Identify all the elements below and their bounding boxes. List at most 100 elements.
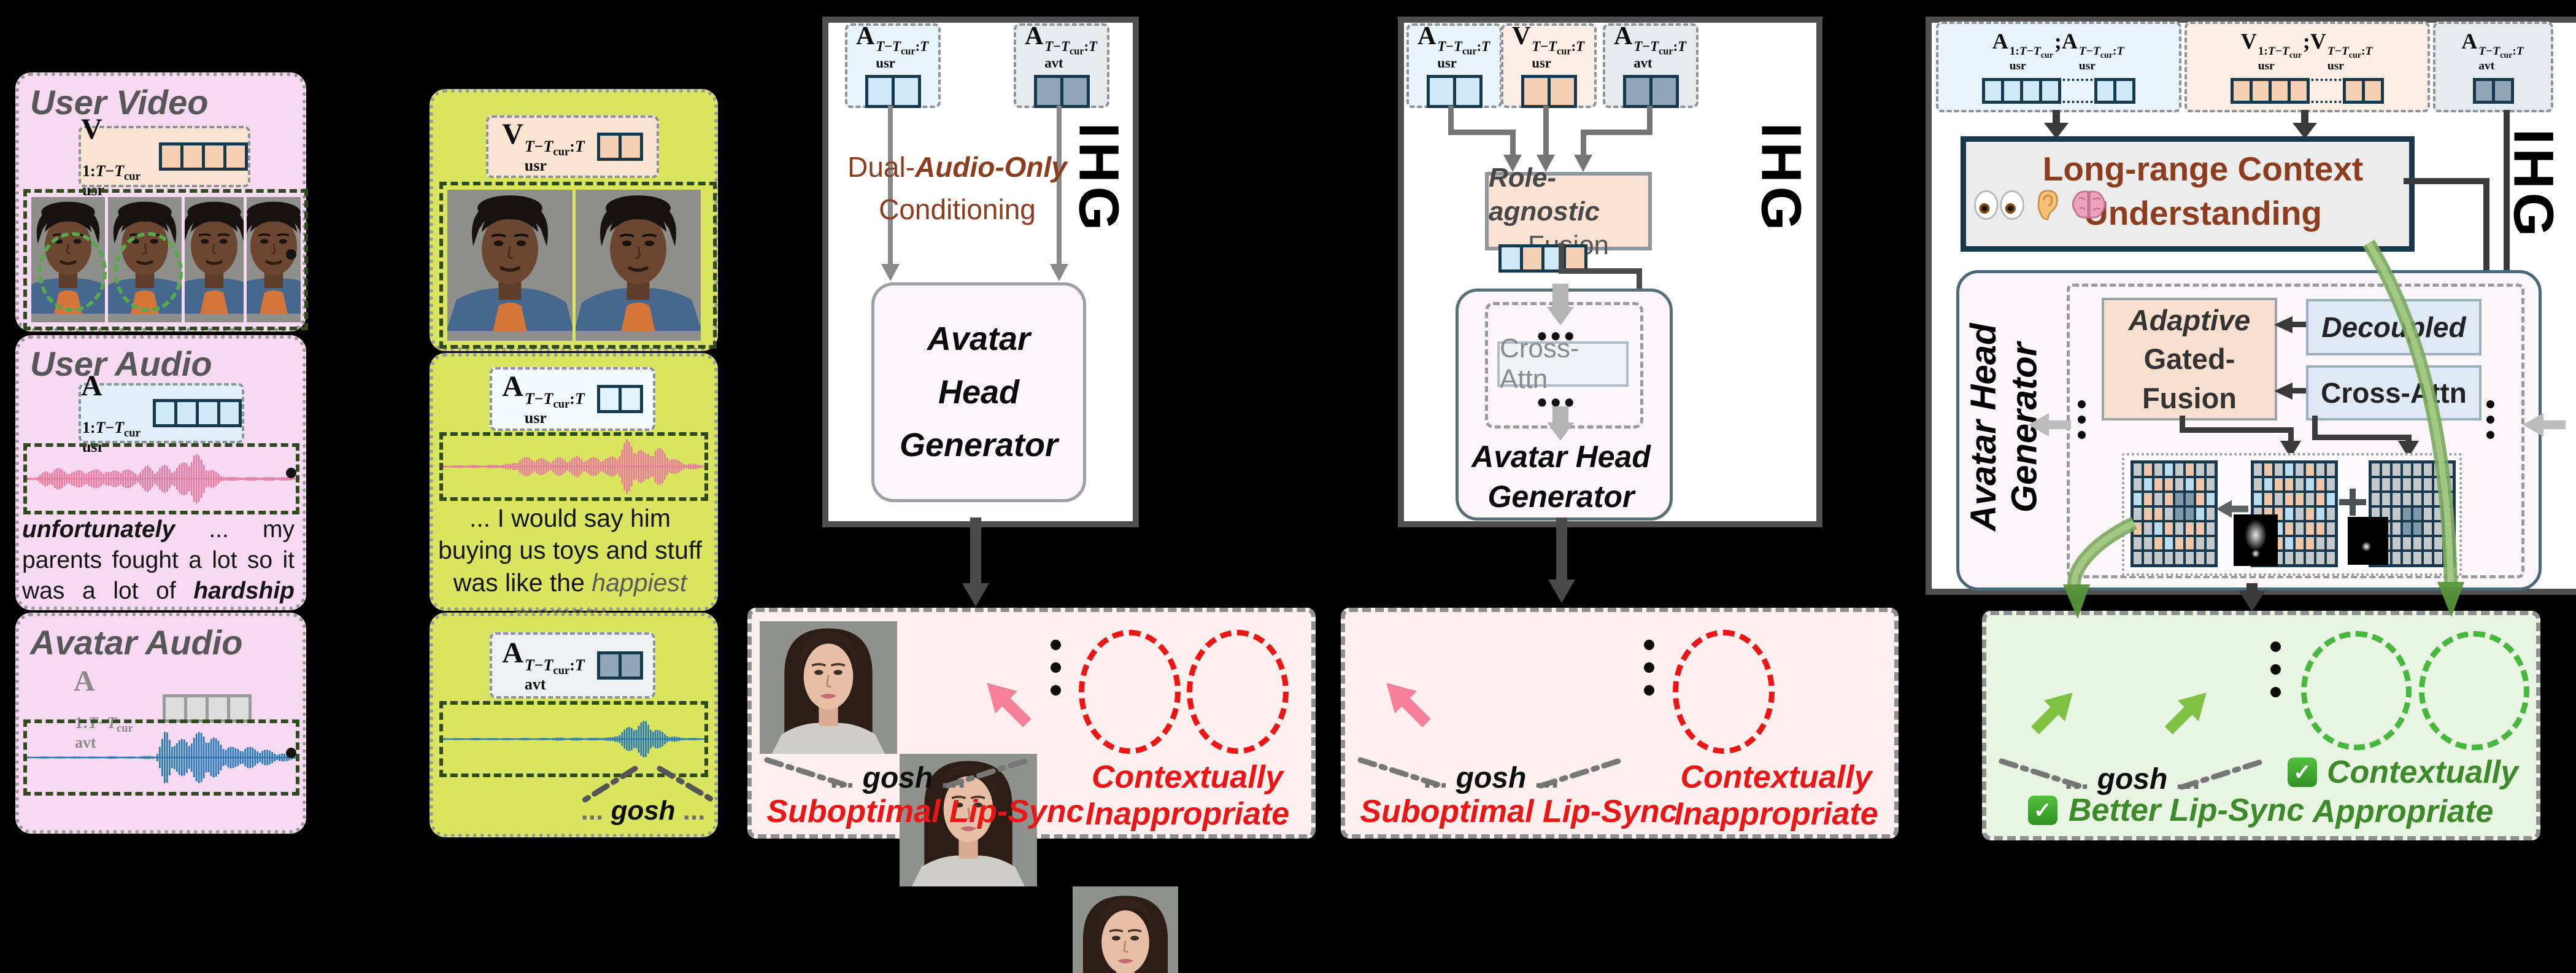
attention-cell [2174,551,2185,565]
attention-cell [2412,477,2423,492]
flow-line [2180,427,2294,433]
attention-cell [2443,521,2454,536]
conditioning-line1: Dual-Audio-Only [847,151,1067,183]
attention-cell [2305,506,2315,521]
token [1033,75,1063,109]
attention-cell [2423,506,2433,521]
attention-cell [2132,506,2143,521]
decoupled-box: Decoupled [2306,299,2482,355]
token-strip [2472,78,2514,104]
user-face-frame [247,197,301,322]
arrowhead-left [2274,382,2293,400]
attention-cell [2195,492,2205,506]
ear-icon [2037,190,2058,220]
check-icon: ✓ [2287,758,2317,787]
attention-cell [2381,492,2391,506]
attention-cell [2263,492,2273,506]
attention-cell [2370,462,2381,477]
attention-cell [2305,536,2315,551]
attention-cell [2315,462,2326,477]
attention-cell [2253,462,2263,477]
token-strip [865,75,921,109]
connector-dot [286,468,296,478]
token [596,133,622,161]
token [2491,78,2514,104]
flow-line [1543,106,1549,156]
conditioning-line2: Conditioning [879,193,1036,225]
attention-cell [2174,462,2185,477]
token [196,399,220,427]
current-avatar-waveform-box [439,701,708,777]
attention-cell [2164,492,2174,506]
token [223,142,248,171]
attention-cell [2391,462,2402,477]
token [1060,75,1090,109]
token [1498,244,1523,273]
arrowhead-down [1503,155,1522,172]
token-strip [1033,75,1090,109]
flow-line [2292,322,2306,327]
attention-cell [2423,521,2433,536]
attention-cell [2305,492,2315,506]
motion-heatmap [2234,514,2278,566]
flow-line-light [1552,284,1568,308]
arrowhead-down [2044,123,2069,139]
attention-cell [2174,506,2185,521]
attention-cell [2402,536,2412,551]
attention-cell [2164,521,2174,536]
attention-cell [2402,551,2412,565]
arrowhead-down-light [1547,422,1574,441]
attention-cell [2315,506,2326,521]
attention-cell [2185,462,2195,477]
video-token-strip [596,133,643,161]
flow-line [1559,243,1564,273]
flow-line [888,106,893,264]
ihg-label-wrap: IHG [2478,128,2576,240]
attention-cell [2153,536,2164,551]
connector-dot [286,249,296,260]
repeat-arrow-right [2521,410,2566,440]
token [227,694,252,723]
attention-cell [2185,521,2195,536]
error-highlight-circle [1673,630,1775,754]
attention-cell [2153,477,2164,492]
attention-cell [2370,477,2381,492]
current-video-frames [439,182,717,349]
token [202,142,226,171]
attention-cell [2433,551,2443,565]
attention-cell [2284,551,2294,565]
token [2001,78,2023,104]
attention-cell [2205,521,2216,536]
token [618,651,643,680]
flow-line [2312,416,2318,439]
attention-cell [2284,462,2294,477]
token [1547,75,1577,109]
attention-cell [2205,536,2216,551]
token [206,694,230,723]
arrowhead-down [1050,264,1068,281]
attention-cell [2423,477,2433,492]
token-ellipsis [2307,79,2346,104]
attention-cell [2174,521,2185,536]
attention-cell [2443,462,2454,477]
audio-token-strip [596,385,643,413]
attention-cell [2326,536,2336,551]
connector-dot [286,748,296,758]
attention-cell [2412,536,2423,551]
attention-cell [2294,536,2305,551]
flow-line [2312,435,2412,440]
ellipsis-dots [2270,642,2281,697]
attention-cell [2412,521,2423,536]
error-highlight-circle [1079,630,1181,754]
attention-cell [2253,477,2263,492]
lcu-line1: Long-range Context [2042,150,2364,188]
attention-cell [2294,521,2305,536]
token [618,133,643,161]
arrowhead-left [2274,316,2293,333]
user-video-title: User Video [30,83,209,122]
